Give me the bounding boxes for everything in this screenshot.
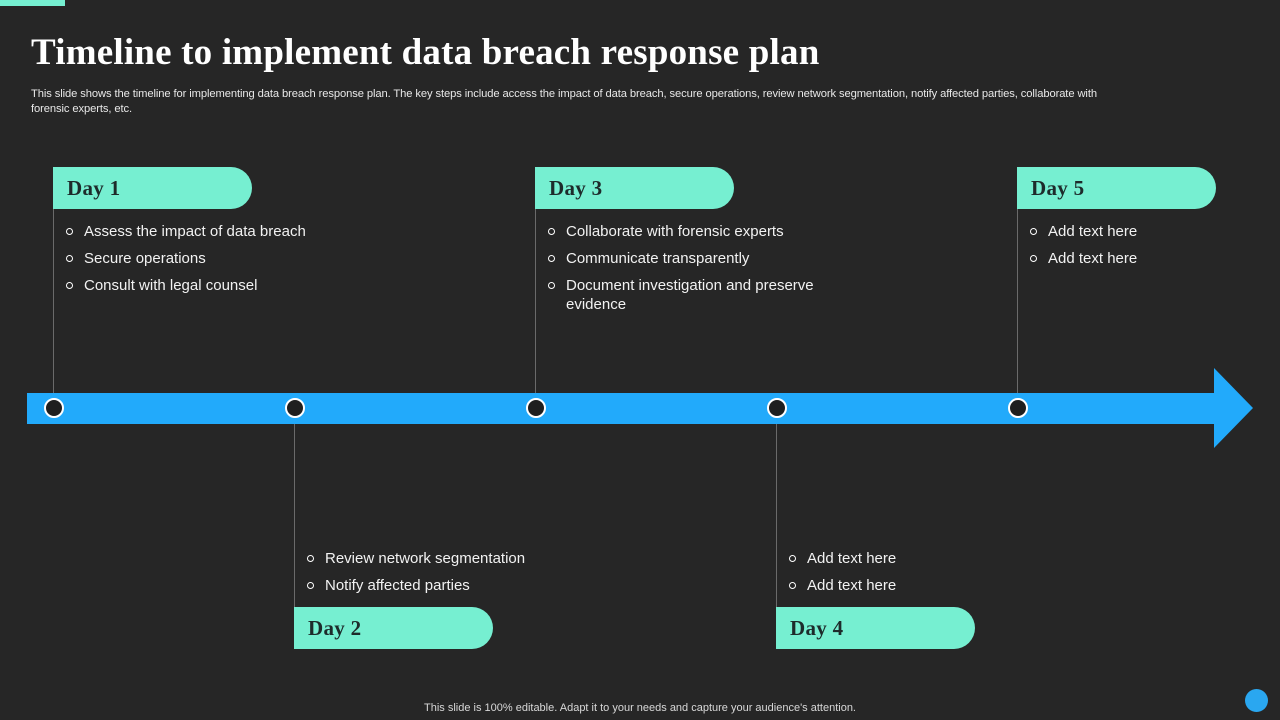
bullet-circle-icon <box>548 228 555 235</box>
timeline-marker-5[interactable] <box>1008 398 1028 418</box>
list-item[interactable]: Document investigation and preserve evid… <box>548 276 828 314</box>
day-pill-day-3[interactable]: Day 3 <box>535 167 734 209</box>
bullet-text: Assess the impact of data breach <box>84 223 306 240</box>
timeline-marker-3[interactable] <box>526 398 546 418</box>
day-label-day-4: Day 4 <box>790 615 844 640</box>
bullet-text: Notify affected parties <box>325 577 470 594</box>
bullet-circle-icon <box>789 555 796 562</box>
list-item[interactable]: Secure operations <box>66 249 366 268</box>
bullet-circle-icon <box>548 282 555 289</box>
list-item[interactable]: Add text here <box>1030 249 1270 268</box>
bullet-circle-icon <box>789 582 796 589</box>
bullet-text: Add text here <box>807 550 897 567</box>
bullet-text: Communicate transparently <box>566 250 750 267</box>
bullet-circle-icon <box>1030 255 1037 262</box>
bullet-circle-icon <box>66 282 73 289</box>
list-item[interactable]: Review network segmentation <box>307 549 607 568</box>
list-item[interactable]: Add text here <box>789 549 1089 568</box>
day-label-day-1: Day 1 <box>67 175 121 200</box>
bullet-text: Add text here <box>1048 250 1138 267</box>
list-item[interactable]: Communicate transparently <box>548 249 828 268</box>
day-label-day-2: Day 2 <box>308 615 362 640</box>
bullet-circle-icon <box>66 255 73 262</box>
bullet-text: Add text here <box>807 577 897 594</box>
bullet-text: Collaborate with forensic experts <box>566 223 784 240</box>
bullet-text: Add text here <box>1048 223 1138 240</box>
list-item[interactable]: Consult with legal counsel <box>66 276 366 295</box>
bullet-circle-icon <box>307 582 314 589</box>
bullet-text: Review network segmentation <box>325 550 526 567</box>
bullet-circle-icon <box>66 228 73 235</box>
day-label-day-5: Day 5 <box>1031 175 1085 200</box>
list-item[interactable]: Assess the impact of data breach <box>66 222 366 241</box>
bullet-circle-icon <box>548 255 555 262</box>
connector-line-day-5 <box>1017 209 1018 408</box>
page-title: Timeline to implement data breach respon… <box>31 32 820 73</box>
page-subtitle: This slide shows the timeline for implem… <box>31 88 1097 115</box>
connector-line-day-2 <box>294 408 295 607</box>
list-item[interactable]: Collaborate with forensic experts <box>548 222 828 241</box>
connector-line-day-4 <box>776 408 777 607</box>
bullet-circle-icon <box>1030 228 1037 235</box>
connector-line-day-3 <box>535 209 536 408</box>
day-pill-day-2[interactable]: Day 2 <box>294 607 493 649</box>
timeline-arrow-icon <box>1214 368 1253 448</box>
top-accent-bar <box>0 0 65 6</box>
bullet-circle-icon <box>307 555 314 562</box>
footer-note: This slide is 100% editable. Adapt it to… <box>424 702 856 714</box>
timeline-marker-4[interactable] <box>767 398 787 418</box>
bullet-text: Consult with legal counsel <box>84 277 258 294</box>
day-label-day-3: Day 3 <box>549 175 603 200</box>
footer-dot-icon <box>1245 689 1268 712</box>
timeline-marker-2[interactable] <box>285 398 305 418</box>
timeline-axis-bar <box>27 393 1222 424</box>
list-item[interactable]: Add text here <box>789 576 1089 595</box>
connector-line-day-1 <box>53 209 54 408</box>
bullet-text: Secure operations <box>84 250 206 267</box>
day-pill-day-4[interactable]: Day 4 <box>776 607 975 649</box>
list-item[interactable]: Add text here <box>1030 222 1270 241</box>
timeline-marker-1[interactable] <box>44 398 64 418</box>
list-item[interactable]: Notify affected parties <box>307 576 607 595</box>
day-pill-day-1[interactable]: Day 1 <box>53 167 252 209</box>
bullet-text: Document investigation and preserve evid… <box>566 277 814 313</box>
day-pill-day-5[interactable]: Day 5 <box>1017 167 1216 209</box>
